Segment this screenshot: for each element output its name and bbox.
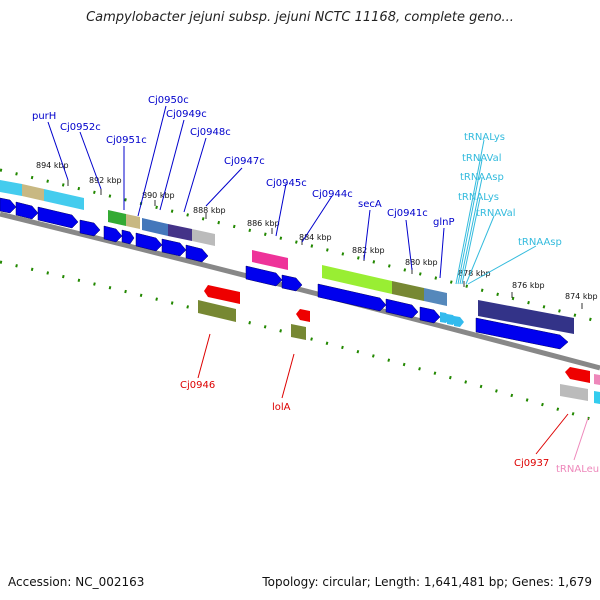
ruler-label: 888 kbp xyxy=(193,206,226,215)
gene-feature[interactable] xyxy=(126,214,140,229)
gene-label[interactable]: Cj0952c xyxy=(60,122,101,133)
forward-strand-features xyxy=(0,180,574,334)
gene-feature[interactable] xyxy=(44,189,84,210)
gene-feature[interactable] xyxy=(560,384,588,401)
gene-label[interactable]: Cj0946 xyxy=(180,380,215,391)
gene-label[interactable]: Cj0944c xyxy=(312,189,353,200)
gene-label[interactable]: Cj0945c xyxy=(266,178,307,189)
accession-text: Accession: NC_002163 xyxy=(8,575,145,589)
gene-feature[interactable] xyxy=(198,300,236,322)
gene-feature[interactable] xyxy=(108,210,126,226)
trna-label[interactable]: tRNAVal xyxy=(462,153,502,164)
gene-label[interactable]: Cj0948c xyxy=(190,127,231,138)
label-leaders-cyan xyxy=(455,139,537,285)
gene-label[interactable]: Cj0951c xyxy=(106,135,147,146)
gene-feature[interactable] xyxy=(424,288,447,306)
trna-feature[interactable] xyxy=(454,316,464,327)
ruler-label: 892 kbp xyxy=(89,176,122,185)
ruler-label: 886 kbp xyxy=(247,219,280,228)
genome-backbone xyxy=(0,211,600,371)
gene-feature[interactable] xyxy=(142,218,168,236)
gene-arrow[interactable] xyxy=(15,201,39,220)
gene-feature[interactable] xyxy=(322,265,392,294)
gene-label[interactable]: glnP xyxy=(433,217,455,228)
gene-label[interactable]: secA xyxy=(358,199,382,210)
gene-arrow[interactable] xyxy=(0,197,17,214)
gene-arrow[interactable] xyxy=(204,285,240,304)
gene-feature[interactable] xyxy=(478,300,574,334)
gene-arrow[interactable] xyxy=(135,232,163,252)
trna-label[interactable]: tRNALys xyxy=(458,192,499,203)
gene-label[interactable]: Cj0947c xyxy=(224,156,265,167)
gene-feature[interactable] xyxy=(392,281,424,301)
gene-arrow[interactable] xyxy=(385,298,419,319)
label-leaders-bottom xyxy=(197,333,589,461)
gene-feature[interactable] xyxy=(192,229,215,246)
gene-arrow[interactable] xyxy=(79,219,101,237)
gene-label[interactable]: lolA xyxy=(272,402,291,413)
gene-feature[interactable] xyxy=(0,180,22,196)
ruler-label: 878 kbp xyxy=(458,269,491,278)
reverse-strand-features xyxy=(198,285,600,404)
outer-tick-track xyxy=(0,168,600,324)
gene-arrow[interactable] xyxy=(121,229,135,245)
gene-feature[interactable] xyxy=(291,324,306,340)
ruler-label: 880 kbp xyxy=(405,258,438,267)
trna-label[interactable]: tRNAAsp xyxy=(460,172,504,183)
ruler-label: 876 kbp xyxy=(512,281,545,290)
gene-arrow[interactable] xyxy=(565,367,590,383)
gene-label[interactable]: Cj0949c xyxy=(166,109,207,120)
gene-label[interactable]: purH xyxy=(32,111,56,122)
ruler-label: 890 kbp xyxy=(142,191,175,200)
ruler-label: 884 kbp xyxy=(299,233,332,242)
gene-arrow[interactable] xyxy=(185,244,209,263)
gene-label[interactable]: Cj0937 xyxy=(514,458,549,469)
trna-label[interactable]: tRNALys xyxy=(464,132,505,143)
gene-label[interactable]: Cj0950c xyxy=(148,95,189,106)
gene-feature[interactable] xyxy=(594,391,600,404)
gene-arrow[interactable] xyxy=(161,238,187,257)
label-leaders-blue xyxy=(47,105,445,279)
trna-label[interactable]: tRNALeu xyxy=(556,464,599,475)
trna-arrows xyxy=(440,312,464,327)
ruler-label: 874 kbp xyxy=(565,292,598,301)
ruler-label: 882 kbp xyxy=(352,246,385,255)
trna-label[interactable]: tRNAAsp xyxy=(518,237,562,248)
gene-feature[interactable] xyxy=(594,374,600,385)
blue-arrow-row xyxy=(0,197,569,350)
gene-arrow[interactable] xyxy=(419,306,441,324)
gene-arrow[interactable] xyxy=(296,309,310,322)
gene-arrow[interactable] xyxy=(317,283,387,312)
gene-arrow[interactable] xyxy=(281,274,303,292)
gene-feature[interactable] xyxy=(252,250,288,270)
map-title: Campylobacter jejuni subsp. jejuni NCTC … xyxy=(86,10,514,25)
gene-label[interactable]: Cj0941c xyxy=(387,208,428,219)
ruler-label: 894 kbp xyxy=(36,161,69,170)
gene-feature[interactable] xyxy=(22,184,44,201)
gene-feature[interactable] xyxy=(168,224,192,241)
gene-arrow[interactable] xyxy=(475,317,569,350)
gene-arrow[interactable] xyxy=(103,225,123,243)
genome-summary-text: Topology: circular; Length: 1,641,481 bp… xyxy=(262,575,592,589)
gene-arrow[interactable] xyxy=(245,265,283,287)
gene-arrow[interactable] xyxy=(37,206,79,229)
trna-label[interactable]: tRNAVal xyxy=(476,208,516,219)
